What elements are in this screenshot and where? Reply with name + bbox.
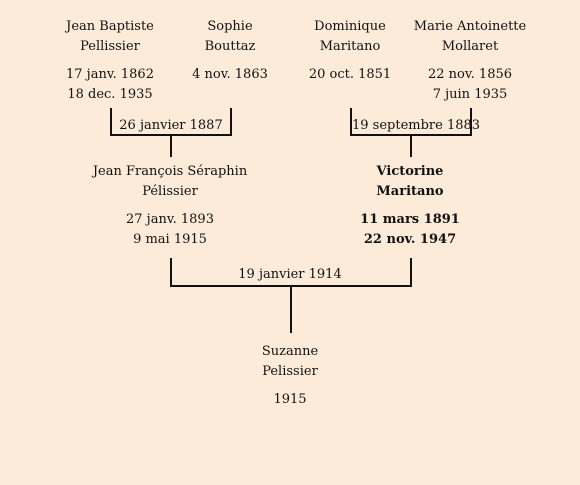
person-last-name: Bouttaz xyxy=(204,39,256,54)
person-first-name: Sophie xyxy=(207,19,253,34)
person-dominique-maritano: Dominique Maritano 20 oct. 1851 xyxy=(275,17,425,85)
person-birth-date: 1915 xyxy=(273,392,307,407)
person-last-name: Maritano xyxy=(376,184,444,199)
person-jean-francois-seraphin-pelissier: Jean François Séraphin Pélissier 27 janv… xyxy=(85,162,255,250)
person-last-name: Mollaret xyxy=(441,39,499,54)
person-last-name: Pellissier xyxy=(80,39,140,54)
person-birth-date: 17 janv. 1862 xyxy=(66,67,154,82)
connector-line xyxy=(230,108,232,136)
person-death-date: 22 nov. 1947 xyxy=(363,232,457,247)
marriage-date-right-grandparents: 19 septembre 1883 xyxy=(352,118,481,134)
person-death-date: 7 juin 1935 xyxy=(432,87,508,102)
person-sophie-bouttaz: Sophie Bouttaz 4 nov. 1863 xyxy=(155,17,305,85)
person-last-name: Maritano xyxy=(319,39,381,54)
person-birth-date: 4 nov. 1863 xyxy=(192,67,268,82)
person-birth-date: 20 oct. 1851 xyxy=(308,67,392,82)
person-first-name: Suzanne xyxy=(261,344,319,359)
connector-line xyxy=(290,286,292,333)
person-birth-date: 11 mars 1891 xyxy=(360,212,460,227)
connector-line xyxy=(470,108,472,136)
person-marie-antoinette-mollaret: Marie Antoinette Mollaret 22 nov. 1856 7… xyxy=(395,17,545,105)
person-first-name: Marie Antoinette xyxy=(413,19,527,34)
person-death-date: 18 dec. 1935 xyxy=(67,87,153,102)
connector-line xyxy=(410,135,412,157)
person-last-name: Pélissier xyxy=(142,184,198,199)
person-first-name: Victorine xyxy=(376,164,444,179)
connector-line xyxy=(110,108,112,136)
person-last-name: Pelissier xyxy=(262,364,318,379)
person-victorine-maritano: Victorine Maritano 11 mars 1891 22 nov. … xyxy=(335,162,485,250)
connector-line xyxy=(410,258,412,287)
connector-line xyxy=(170,135,172,157)
person-suzanne-pelissier: Suzanne Pelissier 1915 xyxy=(215,342,365,410)
person-first-name: Jean François Séraphin xyxy=(92,164,248,179)
person-death-date: 9 mai 1915 xyxy=(133,232,207,247)
connector-line xyxy=(170,258,172,287)
person-jean-baptiste-pellissier: Jean Baptiste Pellissier 17 janv. 1862 1… xyxy=(35,17,185,105)
person-birth-date: 27 janv. 1893 xyxy=(126,212,214,227)
person-first-name: Jean Baptiste xyxy=(66,19,154,34)
person-first-name: Dominique xyxy=(314,19,386,34)
person-birth-date: 22 nov. 1856 xyxy=(427,67,513,82)
marriage-date-parents: 19 janvier 1914 xyxy=(230,267,350,283)
marriage-date-left-grandparents: 26 janvier 1887 xyxy=(112,118,230,134)
connector-line xyxy=(350,108,352,136)
